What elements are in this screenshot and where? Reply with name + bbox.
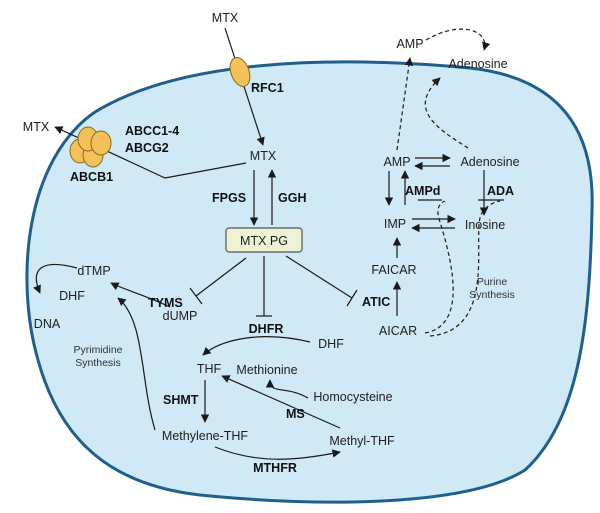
homocysteine-to-methionine-arrow	[265, 379, 309, 399]
mtx-pg-label: MTX PG	[240, 234, 288, 248]
mtx-outside-left-label: MTX	[23, 120, 50, 134]
ampd-label: AMPd	[405, 184, 440, 198]
aicar-ada-dashed-path	[429, 200, 501, 337]
dhfr-label: DHFR	[249, 322, 284, 336]
abc-transporter-icon	[69, 126, 112, 168]
faicar-label: FAICAR	[371, 263, 416, 277]
methylene-to-methyl-arrow	[214, 446, 341, 460]
fpgs-label: FPGS	[212, 191, 246, 205]
amp-export-arrow	[396, 57, 414, 151]
mtx-inside-label: MTX	[250, 149, 277, 163]
purine-pathway-label-line2: Synthesis	[469, 289, 515, 301]
homocysteine-label: Homocysteine	[313, 390, 392, 404]
methylene-thf-label: Methylene-THF	[162, 429, 248, 443]
pyrimidine-pathway-label-line1: Pyrimidine	[73, 344, 122, 356]
dna-label: DNA	[34, 317, 61, 331]
cell-membrane	[25, 60, 594, 504]
adenosine-outside-label: Adenosine	[448, 57, 507, 71]
ada-label: ADA	[487, 184, 514, 198]
mthfr-label: MTHFR	[253, 461, 297, 475]
methylene-to-dhf-arrow	[117, 297, 156, 431]
tyms-inhibition-line	[195, 257, 247, 297]
atic-label: ATIC	[362, 295, 390, 309]
mtx-outside-top-label: MTX	[212, 11, 239, 25]
dump-to-dtmp-arrow	[110, 282, 171, 308]
dhf-left-label: DHF	[59, 289, 85, 303]
rfc1-label: RFC1	[251, 81, 284, 95]
amp-to-adenosine-outside-arrow	[425, 28, 491, 51]
mtx-pg-box	[225, 227, 303, 253]
ms-label: MS	[286, 407, 305, 421]
dump-label: dUMP	[163, 309, 198, 323]
aicar-label: AICAR	[379, 324, 417, 338]
adenosine-export-arrow	[424, 77, 469, 149]
atic-inhibition-bar	[346, 289, 358, 307]
abcb1-label: ABCB1	[70, 170, 113, 184]
methyl-to-thf-arrow	[221, 375, 341, 429]
imp-label: IMP	[384, 217, 406, 231]
amp-label: AMP	[383, 155, 410, 169]
rfc1-transporter-icon	[229, 57, 251, 87]
aicar-ampd-dashed-path	[424, 200, 454, 334]
pyrimidine-pathway-label-line2: Synthesis	[75, 357, 121, 369]
methionine-label: Methionine	[236, 363, 297, 377]
inosine-label: Inosine	[465, 218, 505, 232]
ggh-label: GGH	[278, 191, 306, 205]
dtmp-to-dna-arrow	[33, 263, 78, 294]
abcc-label: ABCC1-4	[125, 124, 179, 138]
dhf-to-thf-arrow	[202, 336, 311, 356]
shmt-label: SHMT	[163, 393, 199, 407]
methyl-thf-label: Methyl-THF	[329, 434, 395, 448]
adenosine-label: Adenosine	[460, 155, 519, 169]
dhf-right-label: DHF	[318, 337, 344, 351]
tyms-label: TYMS	[148, 296, 183, 310]
amp-outside-label: AMP	[396, 37, 423, 51]
purine-pathway-label-line1: Purine	[477, 276, 508, 288]
thf-label: THF	[197, 362, 222, 376]
tyms-inhibition-bar	[189, 287, 203, 305]
abcg2-label: ABCG2	[125, 141, 169, 155]
dtmp-label: dTMP	[77, 264, 110, 278]
atic-inhibition-line	[285, 255, 353, 299]
